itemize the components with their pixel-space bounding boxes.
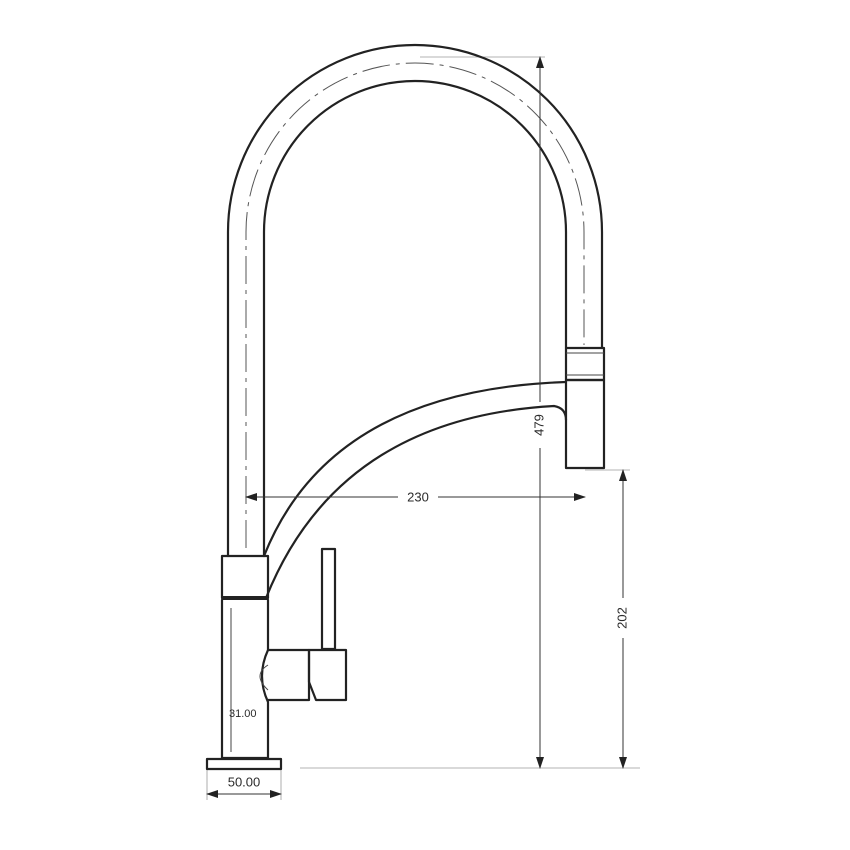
spout-arm-lower — [264, 404, 568, 600]
base-diameter-label: 50.00 — [228, 774, 261, 789]
dimension-spout-reach: 230 — [245, 489, 586, 504]
dimension-spout-height: 202 — [614, 469, 629, 769]
faucet-body — [220, 598, 270, 760]
gooseneck-inner — [262, 79, 568, 558]
lever-handle — [320, 547, 337, 651]
spout-arm — [262, 380, 568, 558]
dimension-lever-to-base: 31.00 — [229, 708, 257, 720]
spout-height-label: 202 — [614, 607, 629, 629]
swivel-collar — [220, 554, 270, 600]
lever-hub — [266, 648, 311, 702]
spout-reach-label: 230 — [407, 489, 429, 504]
base-plate — [205, 757, 283, 771]
spray-head — [564, 378, 606, 470]
lever-block — [307, 648, 348, 702]
faucet-outline — [205, 43, 606, 771]
extension-lines — [206, 56, 640, 800]
total-height-label: 479 — [531, 414, 546, 436]
gooseneck-outer — [226, 43, 604, 558]
dimension-total-height: 479 — [531, 56, 546, 769]
dimension-base-diameter: 50.00 — [206, 774, 282, 798]
gooseneck-centerline — [245, 62, 585, 548]
lever-to-base-label: 31.00 — [229, 708, 257, 720]
